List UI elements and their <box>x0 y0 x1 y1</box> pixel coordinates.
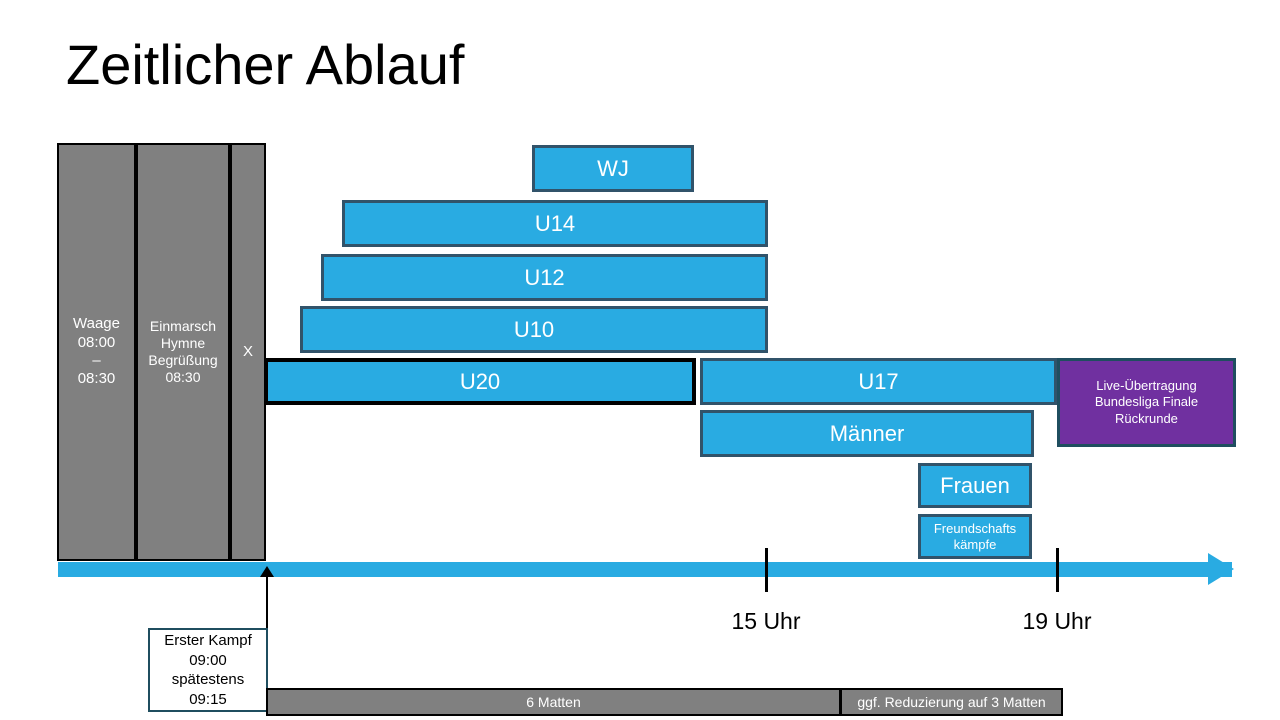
timeline-tick-19uhr <box>1056 548 1059 592</box>
schedule-bar-u10[interactable]: U10 <box>300 306 768 353</box>
timeline-tick-15uhr <box>765 548 768 592</box>
first-fight-callout[interactable]: Erster Kampf 09:00 spätestens 09:15 <box>148 628 268 712</box>
timeline-tick-label-15uhr: 15 Uhr <box>731 608 801 634</box>
matten-bar-reduced: ggf. Reduzierung auf 3 Matten <box>840 688 1063 716</box>
schedule-bar-u12[interactable]: U12 <box>321 254 768 301</box>
schedule-bar-wj[interactable]: WJ <box>532 145 694 192</box>
live-broadcast-block[interactable]: Live-Übertragung Bundesliga Finale Rückr… <box>1057 358 1236 447</box>
prep-column-einmarsch: Einmarsch Hymne Begrüßung 08:30 <box>136 143 230 561</box>
timeline-arrow-icon <box>1208 553 1234 585</box>
schedule-bar-u17[interactable]: U17 <box>700 358 1057 405</box>
schedule-bar-u20[interactable]: U20 <box>264 358 696 405</box>
callout-arrow-icon <box>260 566 274 577</box>
prep-column-waage: Waage 08:00 – 08:30 <box>57 143 136 561</box>
prep-column-waage-label: Waage 08:00 – 08:30 <box>73 315 120 388</box>
prep-column-x-label: X <box>242 342 253 360</box>
page-title: Zeitlicher Ablauf <box>66 33 465 96</box>
schedule-bar-frauen[interactable]: Frauen <box>918 463 1032 508</box>
prep-column-einmarsch-label: Einmarsch Hymne Begrüßung 08:30 <box>148 317 218 386</box>
timeline-axis <box>58 562 1232 577</box>
schedule-bar-maenner[interactable]: Männer <box>700 410 1034 457</box>
matten-bar-six: 6 Matten <box>266 688 841 716</box>
schedule-bar-freundschaftskaempfe[interactable]: Freundschafts kämpfe <box>918 514 1032 559</box>
schedule-bar-u14[interactable]: U14 <box>342 200 768 247</box>
timeline-tick-label-19uhr: 19 Uhr <box>1022 608 1092 634</box>
prep-column-x: X <box>230 143 266 561</box>
